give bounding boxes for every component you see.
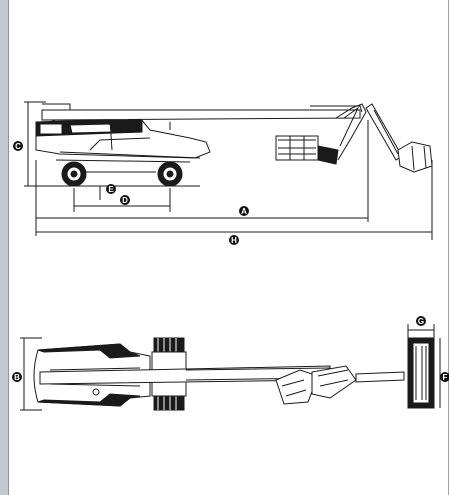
drawing-page (8, 0, 449, 495)
callout-g: G (416, 316, 426, 326)
side-view (24, 101, 433, 240)
viewer-left-strip (0, 0, 8, 495)
callout-g-label: G (418, 317, 424, 326)
callout-d: D (120, 195, 130, 205)
callout-d-label: D (122, 196, 128, 205)
callout-h: H (229, 235, 239, 245)
callout-a-label: A (241, 207, 247, 216)
callout-c: C (13, 141, 23, 151)
callout-e: E (106, 184, 116, 194)
callout-b: B (12, 372, 22, 382)
callout-f-label: F (443, 373, 448, 382)
callout-b-label: B (14, 373, 20, 382)
top-view (20, 324, 441, 411)
callout-h-label: H (231, 236, 237, 245)
callout-f: F (440, 372, 449, 382)
callout-a: A (239, 206, 249, 216)
callout-c-label: C (15, 142, 21, 151)
callout-e-label: E (108, 185, 114, 194)
